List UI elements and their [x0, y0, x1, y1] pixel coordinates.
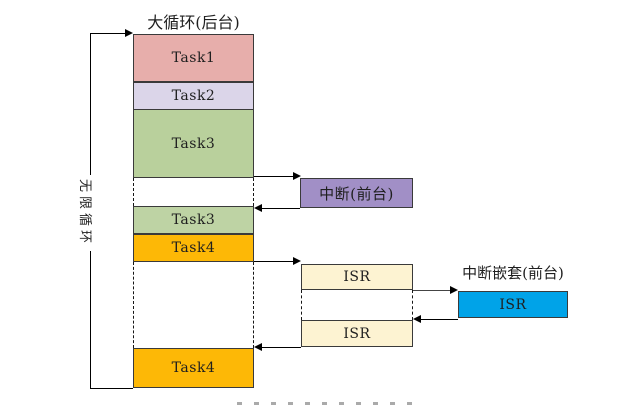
interrupt-foreground-block: 中断(前台)	[300, 178, 413, 208]
arrow-return-from-nested-isr	[420, 319, 458, 320]
task3-block: Task3	[133, 109, 254, 178]
caption-fragment	[237, 402, 412, 405]
arrow-return-from-isr2	[261, 347, 301, 348]
stack-gap2-left-dashed-line	[133, 262, 134, 348]
task4-resumed-block: Task4	[133, 348, 254, 388]
arrowhead-return-from-interrupt-icon	[254, 204, 262, 212]
stack-gap1-right-dashed-line	[253, 178, 254, 206]
isr-gap-right-dashed-line	[412, 290, 413, 320]
nested-interrupt-label: 中断嵌套(前台)	[462, 264, 564, 282]
arrow-return-from-interrupt	[261, 208, 300, 209]
arrowhead-return-from-nested-isr-icon	[413, 315, 421, 323]
stack-gap1-left-dashed-line	[133, 178, 134, 206]
task1-block: Task1	[133, 34, 254, 82]
stack-gap2-right-dashed-line	[253, 262, 254, 348]
task4-block: Task4	[133, 234, 254, 262]
loop-arrowhead-icon	[125, 29, 133, 37]
arrowhead-return-from-isr2-icon	[254, 343, 262, 351]
arrow-to-isr1	[254, 261, 294, 262]
isr2-block: ISR	[301, 320, 413, 347]
isr-gap-left-dashed-line	[301, 290, 302, 320]
arrow-to-nested-isr	[413, 290, 451, 291]
diagram-title: 大循环(后台)	[147, 13, 240, 32]
loop-bracket-top-line	[90, 33, 126, 34]
infinite-loop-label: 无限循环	[77, 175, 96, 252]
arrow-to-interrupt	[254, 176, 294, 177]
nested-isr-block: ISR	[458, 291, 568, 318]
task3-resumed-block: Task3	[133, 206, 254, 234]
loop-bracket-bottom-line	[90, 388, 133, 389]
task2-block: Task2	[133, 82, 254, 110]
isr1-block: ISR	[301, 264, 413, 290]
arrowhead-to-isr1-icon	[293, 257, 301, 265]
arrowhead-to-interrupt-icon	[293, 172, 301, 180]
arrowhead-to-nested-isr-icon	[450, 286, 458, 294]
